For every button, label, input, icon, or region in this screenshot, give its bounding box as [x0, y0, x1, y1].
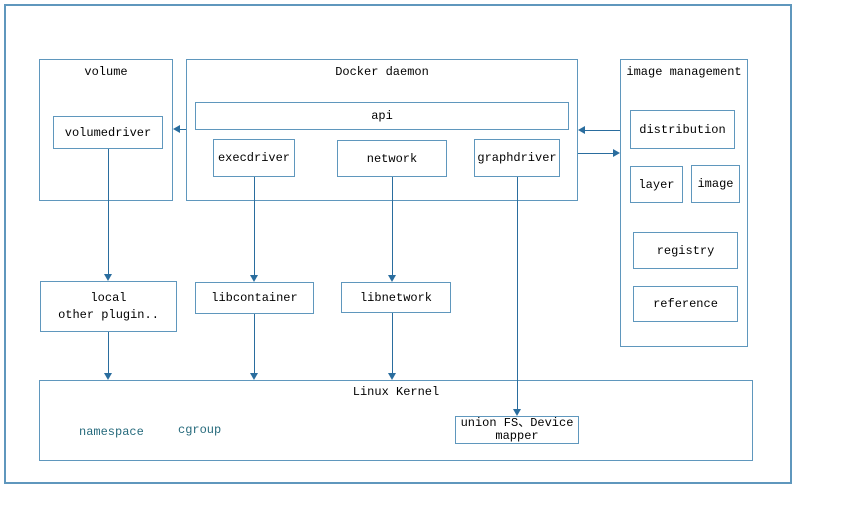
node-execdriver: execdriver	[213, 139, 295, 177]
node-local-other-plugin: local other plugin..	[40, 281, 177, 332]
node-volumedriver: volumedriver	[53, 116, 163, 149]
node-docker-daemon-label: Docker daemon	[335, 65, 429, 79]
node-registry-label: registry	[656, 243, 715, 258]
arrow-network-to-libnetwork-line	[392, 177, 393, 275]
node-local-other-plugin-line1: local	[90, 290, 127, 305]
node-reference-label: reference	[653, 297, 718, 311]
node-local-other-plugin-line2: other plugin..	[58, 307, 159, 322]
arrow-libcontainer-to-kernel-line	[254, 314, 255, 373]
arrow-api-to-volumedriver-line	[180, 129, 186, 130]
arrow-daemon-to-image-management-head	[613, 149, 620, 157]
arrow-graphdriver-to-union-fs-head	[513, 409, 521, 416]
node-image-label: image	[697, 177, 734, 191]
node-network-label: network	[366, 151, 418, 166]
node-api: api	[195, 102, 569, 130]
node-graphdriver-label: graphdriver	[477, 151, 557, 165]
node-libnetwork: libnetwork	[341, 282, 451, 313]
label-namespace: namespace	[79, 425, 144, 439]
arrow-volumedriver-to-local-plugin-head	[104, 274, 112, 281]
arrow-local-plugin-to-kernel-head	[104, 373, 112, 380]
node-layer: layer	[630, 166, 683, 203]
arrow-execdriver-to-libcontainer-line	[254, 177, 255, 275]
arrow-distribution-to-daemon-head	[578, 126, 585, 134]
node-distribution-label: distribution	[639, 122, 726, 137]
node-registry: registry	[633, 232, 738, 269]
node-network: network	[337, 140, 447, 177]
node-union-fs-device-mapper: union FS、Device mapper	[455, 416, 579, 444]
arrow-volumedriver-to-local-plugin-line	[108, 149, 109, 274]
node-graphdriver: graphdriver	[474, 139, 560, 177]
arrow-local-plugin-to-kernel-line	[108, 332, 109, 373]
arrow-daemon-to-image-management-line	[578, 153, 613, 154]
node-union-fs-device-mapper-line2: mapper	[495, 429, 539, 443]
arrow-libnetwork-to-kernel-line	[392, 313, 393, 373]
node-docker-daemon: Docker daemon	[186, 59, 578, 201]
node-image: image	[691, 165, 740, 203]
node-layer-label: layer	[638, 177, 675, 192]
node-distribution: distribution	[630, 110, 735, 149]
arrow-graphdriver-to-union-fs-line	[517, 177, 518, 409]
node-image-management-label: image management	[626, 65, 742, 79]
arrow-execdriver-to-libcontainer-head	[250, 275, 258, 282]
node-libcontainer-label: libcontainer	[211, 291, 298, 305]
arrow-libnetwork-to-kernel-head	[388, 373, 396, 380]
node-execdriver-label: execdriver	[217, 151, 290, 165]
node-volume-label: volume	[84, 65, 128, 79]
node-libcontainer: libcontainer	[195, 282, 314, 314]
node-linux-kernel-label: Linux Kernel	[352, 385, 440, 399]
diagram-frame	[4, 4, 792, 484]
arrow-distribution-to-daemon-line	[585, 130, 620, 131]
node-reference: reference	[633, 286, 738, 322]
arrow-libcontainer-to-kernel-head	[250, 373, 258, 380]
node-linux-kernel: Linux Kernel	[39, 380, 753, 461]
arrow-network-to-libnetwork-head	[388, 275, 396, 282]
arrow-api-to-volumedriver-head	[173, 125, 180, 133]
node-libnetwork-label: libnetwork	[359, 290, 432, 305]
node-volumedriver-label: volumedriver	[64, 125, 152, 140]
node-api-label: api	[371, 109, 393, 123]
node-union-fs-device-mapper-line1: union FS、Device	[460, 416, 574, 430]
label-cgroup: cgroup	[178, 423, 222, 437]
